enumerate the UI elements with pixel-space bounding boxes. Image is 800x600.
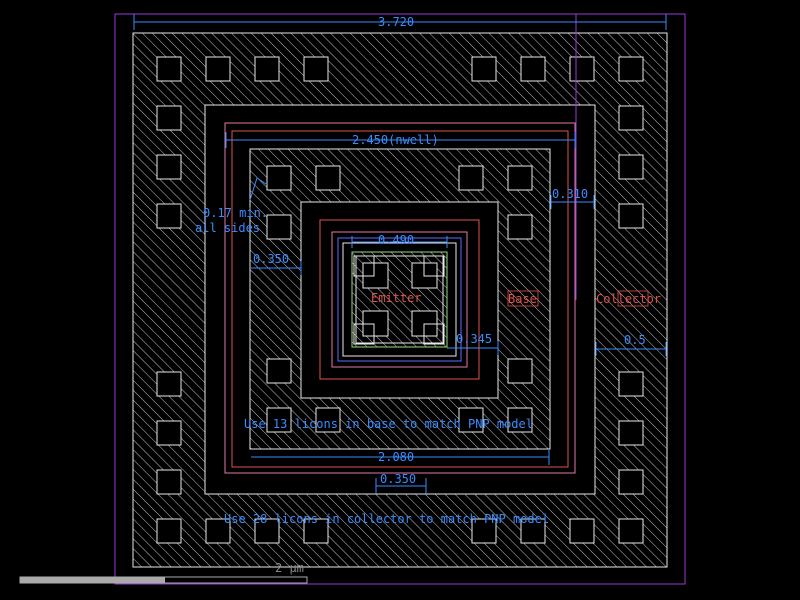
collector-contacts (156, 56, 644, 544)
nwell-boundary (224, 122, 576, 474)
dim-min-line1: 0.17 min. (203, 206, 268, 220)
label-collector: Collector (596, 292, 661, 306)
note-collector-licons: Use 28 licons in collector to match PNP … (224, 512, 549, 526)
label-collector-box (617, 290, 649, 307)
dim-enclosure-bottom: 0.350 (380, 472, 416, 486)
dim-base-extent: 2.080 (378, 450, 414, 464)
inner-blue-boundary (337, 237, 462, 362)
dimension-lines (133, 14, 667, 494)
inner-white-boundary (342, 242, 457, 357)
label-emitter: Emitter (371, 291, 422, 305)
collector-outer-edge (132, 32, 668, 568)
label-base-box (507, 290, 539, 307)
collector-inner-edge (204, 104, 596, 495)
scale-bar-label: 2 µm (275, 561, 304, 575)
dim-nwell-width: 2.450(nwell) (352, 133, 439, 147)
base-contacts (266, 165, 533, 433)
dim-min-line2: all sides (195, 221, 260, 235)
scale-bar-fill (20, 577, 165, 583)
emitter-contacts (353, 255, 445, 345)
label-base: Base (508, 292, 537, 306)
dim-collector-width: 0.5 (624, 333, 646, 347)
dim-enclosure-left: 0.350 (253, 252, 289, 266)
inner-red-boundary (319, 219, 480, 380)
dim-collector-spacing: 0.310 (552, 187, 588, 201)
red-boundary-outer (231, 130, 569, 468)
dim-emitter-gap: 0.345 (456, 332, 492, 346)
inner-pink-boundary (331, 231, 468, 368)
dim-overall-width: 3.720 (378, 15, 414, 29)
emitter-inner (355, 255, 444, 344)
dim-emitter-width: 0.490 (378, 233, 414, 247)
note-base-licons: Use 13 licons in base to match PNP model (244, 417, 533, 431)
outer-boundary (114, 13, 686, 585)
